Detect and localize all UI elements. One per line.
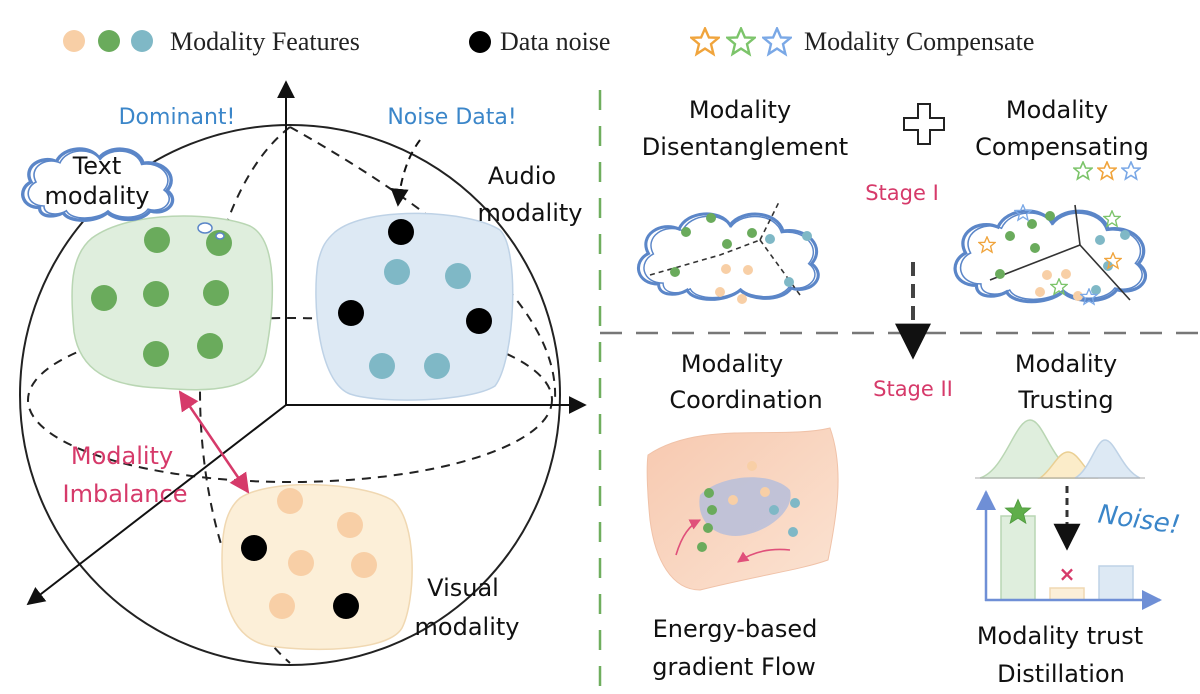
distill-label-line1: Modality trust bbox=[977, 622, 1143, 650]
legend-green-dot bbox=[98, 30, 120, 52]
energy-label-line2: gradient Flow bbox=[652, 653, 816, 681]
trust-bar-chart: × bbox=[976, 486, 1162, 610]
orange-star-icon bbox=[1097, 161, 1117, 180]
visual-modality-label-line2: modality bbox=[415, 613, 520, 641]
green-point bbox=[197, 333, 223, 359]
text-modality-points bbox=[91, 227, 232, 367]
imbalance-arrow bbox=[178, 390, 250, 494]
legend-noise-dot bbox=[469, 31, 491, 53]
noise-data-label: Noise Data! bbox=[387, 105, 516, 130]
legend: Modality Features Data noise Modality Co… bbox=[63, 27, 1034, 56]
blue-point bbox=[424, 353, 450, 379]
stage1-label: Stage I bbox=[865, 181, 939, 205]
trust-distributions bbox=[975, 419, 1145, 479]
imbalance-label-line2: Imbalance bbox=[63, 480, 188, 508]
legend-features-label: Modality Features bbox=[170, 27, 360, 56]
audio-modality-region bbox=[315, 212, 514, 401]
visual-modality-points bbox=[241, 488, 377, 619]
energy-label-line1: Energy-based bbox=[653, 615, 818, 643]
noise-point bbox=[241, 535, 267, 561]
visual-modality-region bbox=[221, 483, 413, 651]
stage2-panel: Modality Coordination Stage II Modality … bbox=[646, 350, 1182, 688]
blue-point bbox=[384, 259, 410, 285]
stage2-label: Stage II bbox=[873, 377, 953, 401]
noise-point bbox=[338, 300, 364, 326]
dominant-label: Dominant! bbox=[119, 105, 236, 130]
green-point bbox=[143, 341, 169, 367]
green-star-icon bbox=[1073, 161, 1093, 180]
noise-point bbox=[388, 219, 414, 245]
distill-label-line2: Distillation bbox=[997, 660, 1125, 688]
energy-flow-surface bbox=[646, 427, 839, 591]
green-trust-bar bbox=[1000, 515, 1036, 601]
compensating-title-line1: Modality bbox=[1006, 96, 1108, 124]
text-modality-label-line2: modality bbox=[45, 182, 150, 210]
disentangle-title-line1: Modality bbox=[689, 96, 791, 124]
legend-orange-star-icon bbox=[690, 27, 720, 56]
text-modality-cloud bbox=[20, 146, 225, 240]
peach-point bbox=[288, 550, 314, 576]
peach-point bbox=[269, 593, 295, 619]
green-point bbox=[143, 281, 169, 307]
text-modality-label-line1: Text bbox=[72, 152, 122, 180]
blue-point bbox=[445, 263, 471, 289]
stage1-panel: Modality Disentanglement Modality Compen… bbox=[636, 96, 1149, 360]
noise-label: Noise! bbox=[1096, 499, 1182, 540]
compensating-title-line2: Compensating bbox=[975, 133, 1149, 161]
sphere-panel: Text modality Dominant! Noise Data! Audi… bbox=[19, 80, 587, 666]
legend-green-star-icon bbox=[726, 27, 756, 56]
blue-star-icon bbox=[1121, 161, 1141, 180]
sphere-meridian-left bbox=[199, 126, 291, 664]
noise-data-pointer bbox=[390, 139, 421, 207]
sphere-equator bbox=[27, 317, 553, 483]
audio-modality-label-line1: Audio bbox=[488, 162, 556, 190]
legend-blue-star-icon bbox=[762, 27, 792, 56]
peach-point bbox=[351, 552, 377, 578]
trusting-title-line2: Trusting bbox=[1017, 386, 1113, 414]
green-point bbox=[203, 280, 229, 306]
plus-icon bbox=[903, 103, 945, 145]
noise-cross-icon: × bbox=[1059, 562, 1076, 586]
compensating-cloud bbox=[953, 204, 1148, 305]
sphere-outline bbox=[19, 124, 561, 666]
disentangle-cloud bbox=[636, 199, 820, 304]
noise-point bbox=[466, 308, 492, 334]
green-point bbox=[91, 285, 117, 311]
noise-point bbox=[333, 593, 359, 619]
visual-modality-label-line1: Visual bbox=[427, 574, 499, 602]
peach-point bbox=[337, 512, 363, 538]
blue-point bbox=[369, 353, 395, 379]
legend-compensate-label: Modality Compensate bbox=[804, 27, 1034, 56]
sphere-meridian-right bbox=[289, 126, 557, 401]
disentangle-title-line2: Disentanglement bbox=[642, 133, 848, 161]
legend-noise-label: Data noise bbox=[500, 27, 610, 56]
coordination-title-line1: Modality bbox=[681, 350, 783, 378]
green-point bbox=[144, 227, 170, 253]
legend-blue-dot bbox=[131, 30, 153, 52]
coordination-title-line2: Coordination bbox=[669, 386, 822, 414]
audio-modality-label-line2: modality bbox=[478, 199, 583, 227]
blue-trust-bar bbox=[1098, 565, 1134, 601]
peach-point bbox=[277, 488, 303, 514]
trusting-title-line1: Modality bbox=[1015, 350, 1117, 378]
audio-modality-points bbox=[338, 219, 492, 379]
green-point bbox=[206, 230, 232, 256]
legend-peach-dot bbox=[63, 30, 85, 52]
imbalance-label-line1: Modality bbox=[71, 442, 173, 470]
peach-trust-bar bbox=[1049, 587, 1085, 601]
